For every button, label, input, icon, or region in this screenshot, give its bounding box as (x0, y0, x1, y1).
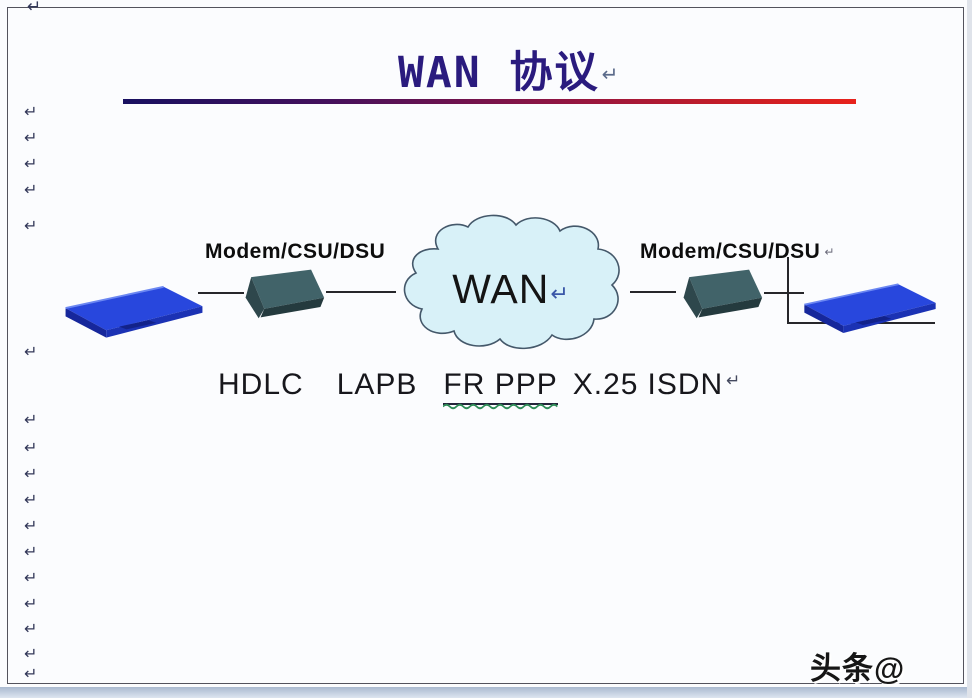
page-border (7, 7, 964, 684)
return-mark: ↵ (27, 0, 42, 17)
link-modem-left-to-cloud (326, 291, 396, 293)
return-mark: ↵ (24, 664, 38, 683)
wan-text: WAN (452, 266, 550, 312)
return-mark: ↵ (24, 102, 38, 121)
link-modem-right-to-router (764, 292, 804, 294)
return-mark: ↵ (24, 619, 38, 638)
return-mark: ↵ (24, 216, 38, 235)
modem-label-right-text: Modem/CSU/DSU (640, 240, 821, 263)
protocol-label: LAPB (336, 368, 418, 401)
protocol-label: X.25 (572, 368, 639, 401)
wan-cloud (403, 214, 620, 350)
return-mark: ↵ (24, 464, 38, 483)
callout-line-vertical (787, 257, 789, 323)
watermark: 头条@ (810, 651, 906, 686)
router-right (804, 283, 936, 333)
spellcheck-wavy-underline (443, 403, 558, 410)
return-mark: ↵ (824, 245, 835, 259)
return-mark: ↵ (24, 154, 38, 173)
protocol-label: ISDN (647, 368, 724, 401)
return-mark: ↵ (24, 490, 38, 509)
return-mark: ↵ (24, 644, 38, 663)
protocol-label: HDLC (218, 368, 304, 401)
modem-csu-dsu-right (683, 269, 763, 319)
return-mark: ↵ (550, 282, 570, 307)
modem-label-left-text: Modem/CSU/DSU (205, 240, 386, 263)
return-mark: ↵ (726, 371, 742, 391)
return-mark: ↵ (24, 516, 38, 535)
return-mark: ↵ (24, 180, 38, 199)
title-underline-rule (123, 99, 856, 104)
return-mark: ↵ (24, 568, 38, 587)
page-title: WAN 协议↵ (398, 38, 620, 100)
return-mark: ↵ (24, 542, 38, 561)
modem-label-left: Modem/CSU/DSU (205, 240, 385, 264)
return-mark: ↵ (24, 128, 38, 147)
return-mark: ↵ (601, 62, 621, 86)
modem-csu-dsu-left (245, 269, 325, 319)
page-title-text: WAN 协议 (398, 48, 600, 98)
return-mark: ↵ (24, 342, 38, 361)
return-mark: ↵ (24, 438, 38, 457)
return-mark: ↵ (24, 410, 38, 429)
page-bottom-edge (0, 687, 972, 698)
page-right-edge (967, 0, 972, 698)
link-router-left-to-modem (198, 292, 244, 294)
return-mark: ↵ (24, 594, 38, 613)
wan-cloud-label: WAN↵ (388, 266, 634, 313)
modem-label-right: Modem/CSU/DSU↵ (640, 240, 835, 264)
router-left (65, 285, 203, 338)
link-cloud-to-modem-right (630, 291, 676, 293)
protocol-label: FR PPP (443, 368, 558, 410)
